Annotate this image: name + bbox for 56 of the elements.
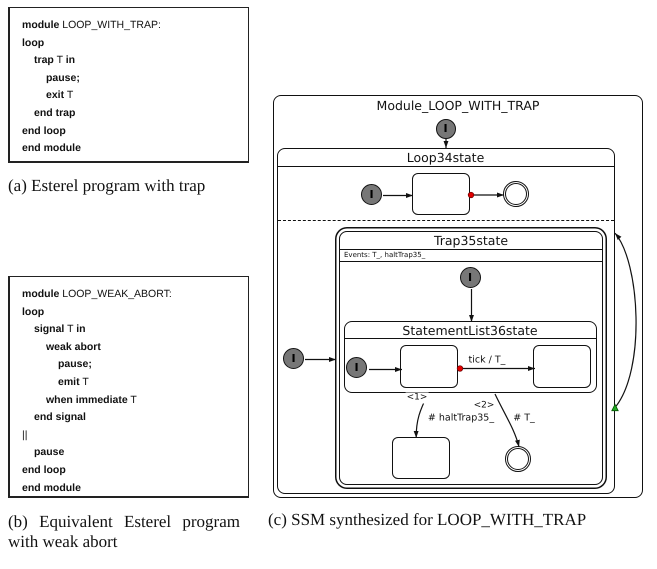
priority-label: <1> <box>406 392 428 404</box>
code-line: when immediate T <box>45 392 137 408</box>
transition-arrow <box>456 365 535 372</box>
code-line: end loop <box>22 124 66 139</box>
transition-arrow <box>444 139 448 148</box>
state-box <box>533 345 591 388</box>
code-line: loop <box>22 36 44 51</box>
code-line: module LOOP_WEAK_ABORT: <box>22 287 172 302</box>
final-state <box>504 446 530 472</box>
figure-caption: (a) Esterel program with trap <box>8 176 206 196</box>
edge-label: # T_ <box>512 412 536 424</box>
final-state <box>503 181 529 207</box>
figure-caption: (c) SSM synthesized for LOOP_WITH_TRAP <box>268 510 588 530</box>
state-title: Trap35state <box>340 232 602 250</box>
initial-state: I <box>346 357 367 378</box>
initial-state: I <box>460 266 480 288</box>
initial-state: I <box>283 348 304 369</box>
transition-arrow <box>305 357 336 362</box>
transition-arrow <box>469 289 474 322</box>
state-title: Loop34state <box>278 148 614 166</box>
code-line: pause; <box>57 357 92 372</box>
transition-arrow <box>369 367 402 372</box>
initial-state: I <box>361 184 382 205</box>
edge-label: tick / T_ <box>468 354 506 366</box>
code-line: pause <box>33 445 64 460</box>
transition-arrow <box>383 193 413 198</box>
state-box <box>392 436 450 478</box>
code-line: emit T <box>57 374 89 390</box>
code-line: end module <box>22 141 81 156</box>
code-line: module LOOP_WITH_TRAP: <box>22 18 161 33</box>
state-box <box>276 148 614 494</box>
code-line: end trap <box>33 106 76 121</box>
transition-arrow <box>494 394 520 448</box>
code-line: weak abort <box>45 340 101 355</box>
code-line: || <box>22 428 28 443</box>
code-line: loop <box>22 304 44 320</box>
state-box <box>400 345 458 388</box>
code-line: end signal <box>33 410 86 426</box>
state-title: Module_LOOP_WITH_TRAP <box>376 97 540 115</box>
code-listing <box>8 276 249 498</box>
state-title: StatementList36state <box>344 322 596 338</box>
state-box <box>273 95 643 498</box>
edge-label: # haltTrap35_ <box>426 412 496 424</box>
transition-arrow <box>611 232 637 412</box>
transition-arrow <box>468 192 504 198</box>
code-listing <box>8 7 249 163</box>
figure-caption: (b) Equivalent Esterel program with weak abort <box>8 512 240 552</box>
state-box <box>412 173 470 215</box>
initial-state: I <box>436 118 456 138</box>
code-line: trap T in <box>33 53 76 68</box>
code-line: end loop <box>22 462 66 478</box>
code-line: pause; <box>45 70 80 86</box>
code-line: exit T <box>45 88 74 104</box>
code-line: signal T in <box>33 322 86 338</box>
code-line: end module <box>22 480 81 496</box>
state-box <box>344 320 596 392</box>
